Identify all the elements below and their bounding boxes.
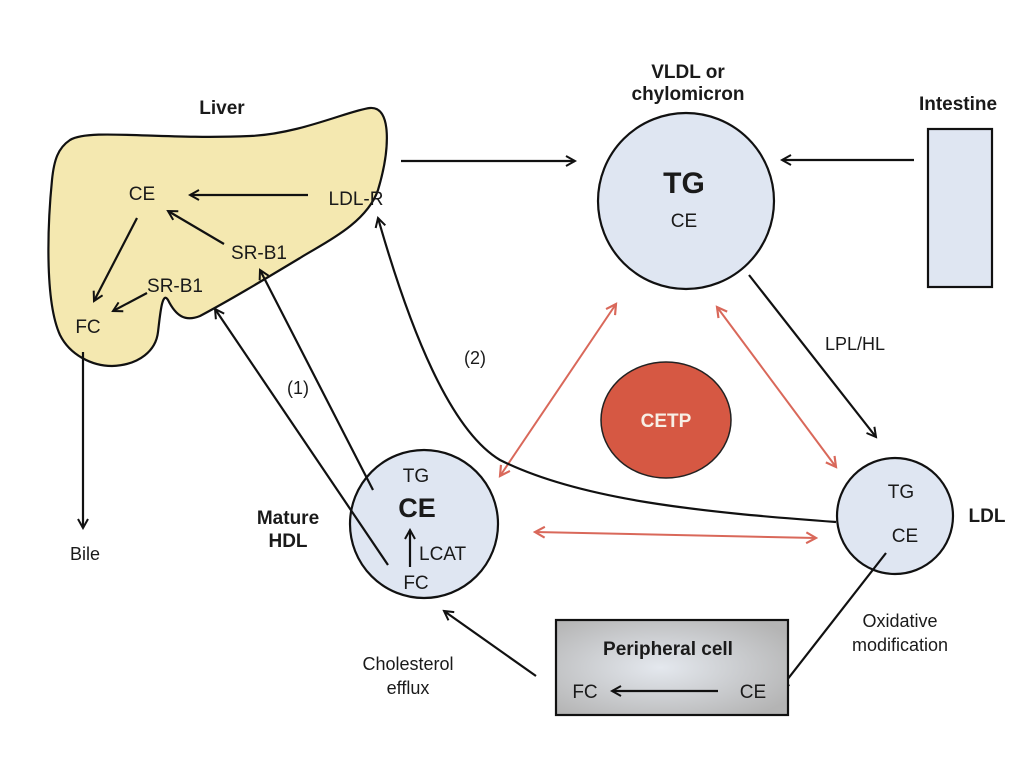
arrow-cholesterol-efflux bbox=[444, 611, 537, 677]
hdl-title-line2: HDL bbox=[268, 531, 307, 552]
liver-sr-b1-lower-label: SR-B1 bbox=[147, 276, 203, 297]
intestine: Intestine bbox=[919, 94, 997, 289]
ldl-particle: TG CE LDL bbox=[835, 456, 1006, 576]
hdl-tg-label: TG bbox=[403, 466, 429, 487]
hdl-ce-label: CE bbox=[398, 493, 436, 523]
peripheral-cell: Peripheral cell FC CE bbox=[554, 618, 790, 717]
arrow-ce-to-fc bbox=[94, 217, 138, 301]
ldl-tg-label: TG bbox=[888, 482, 914, 503]
peripheral-fc-label: FC bbox=[572, 682, 597, 703]
cholesterol-efflux-label-line2: efflux bbox=[387, 678, 430, 698]
path1-label: (1) bbox=[287, 378, 309, 398]
bile-label: Bile bbox=[70, 544, 100, 564]
cetp-exchange-vldl-ldl bbox=[717, 307, 836, 467]
vldl-ce-label: CE bbox=[671, 211, 697, 232]
vldl-particle: VLDL or chylomicron TG CE bbox=[596, 62, 776, 291]
liver-ce-label: CE bbox=[129, 184, 155, 205]
liver-ldl-r-label: LDL-R bbox=[329, 189, 384, 210]
vldl-tg-label: TG bbox=[663, 167, 705, 200]
liver: Liver CE LDL-R SR-B1 SR-B1 FC bbox=[47, 98, 388, 368]
oxidative-label-line2: modification bbox=[852, 635, 948, 655]
intestine-title: Intestine bbox=[919, 94, 997, 115]
mature-hdl-particle: Mature HDL TG CE LCAT FC bbox=[257, 448, 500, 600]
vldl-title-line1: VLDL or bbox=[651, 62, 725, 83]
hdl-circle bbox=[348, 448, 500, 600]
liver-title: Liver bbox=[199, 98, 245, 119]
ldl-title: LDL bbox=[969, 506, 1006, 527]
arrow-srb1-to-fc bbox=[113, 292, 148, 311]
hdl-fc-label: FC bbox=[403, 573, 428, 594]
cetp-exchange-hdl-ldl bbox=[535, 532, 816, 538]
ldl-ce-label: CE bbox=[892, 526, 918, 547]
ldl-circle bbox=[835, 456, 955, 576]
oxidative-label-line1: Oxidative bbox=[862, 611, 937, 631]
path2-label: (2) bbox=[464, 348, 486, 368]
lpl-hl-label: LPL/HL bbox=[825, 334, 885, 354]
peripheral-cell-title: Peripheral cell bbox=[603, 639, 733, 660]
arrow-vldl-to-ldl bbox=[748, 274, 876, 437]
cetp-exchange-hdl-vldl bbox=[500, 304, 616, 476]
liver-fc-label: FC bbox=[75, 317, 100, 338]
cholesterol-efflux-label-line1: Cholesterol bbox=[362, 654, 453, 674]
arrow-ldl-to-peripheral bbox=[780, 552, 887, 689]
cetp-label: CETP bbox=[641, 411, 692, 432]
liver-sr-b1-upper-label: SR-B1 bbox=[231, 243, 287, 264]
hdl-title-line1: Mature bbox=[257, 508, 319, 529]
arrow-srb1-to-ce bbox=[168, 211, 225, 245]
arrow-path1-ce-to-srb1 bbox=[260, 270, 374, 491]
vldl-circle bbox=[596, 111, 776, 291]
peripheral-ce-label: CE bbox=[740, 682, 766, 703]
vldl-title-line2: chylomicron bbox=[632, 84, 745, 105]
arrow-path2-ldl-to-ldlr bbox=[378, 218, 837, 524]
cetp: CETP bbox=[600, 361, 732, 479]
peripheral-cell-rect bbox=[554, 618, 790, 717]
arrow-path1-fc-to-liver bbox=[215, 309, 389, 566]
hdl-lcat-label: LCAT bbox=[419, 544, 467, 565]
intestine-rect bbox=[926, 127, 994, 289]
